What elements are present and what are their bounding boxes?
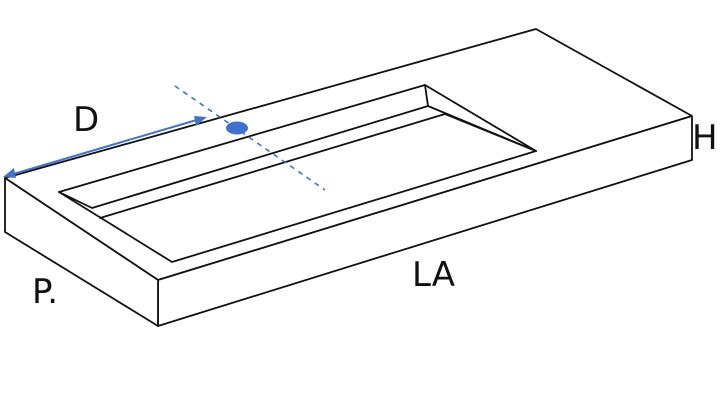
depth-arrowhead-right: [194, 116, 207, 126]
height-label: H: [692, 118, 718, 158]
slab-side-face: [4, 177, 159, 327]
basin-slope-inner: [444, 113, 537, 152]
basin-back-wall: [58, 84, 429, 209]
basin-floor-line: [99, 113, 446, 219]
depth-dimension-line: [9, 118, 201, 176]
depth-label: D: [73, 100, 99, 140]
depth-arrowhead-left: [3, 168, 16, 178]
tap-centreline: [174, 85, 326, 191]
width-label: LA: [412, 255, 455, 295]
tap-hole-marker: [226, 121, 248, 135]
projection-label: P.: [32, 272, 58, 312]
